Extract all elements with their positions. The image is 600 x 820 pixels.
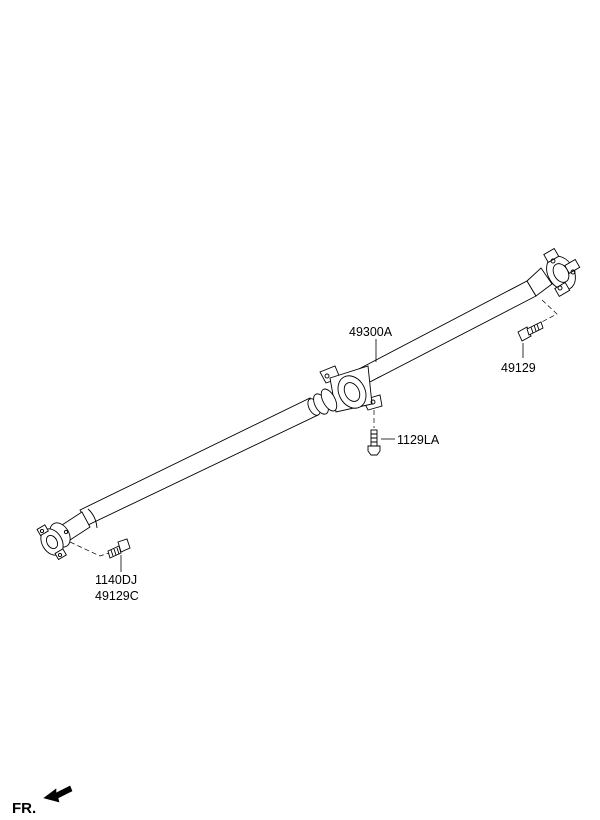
rear-flex-coupling	[526, 247, 581, 297]
leader-lines	[120, 339, 524, 572]
bolt-center-hardware	[367, 410, 381, 456]
bolt-rear-hardware	[517, 299, 558, 342]
label-bolt-front-1: 1140DJ	[95, 573, 137, 587]
label-bolt-front-2: 49129C	[95, 589, 139, 603]
label-bolt-rear: 49129	[501, 361, 536, 375]
front-direction-indicator: FR.	[12, 785, 73, 817]
label-bolt-center: 1129LA	[397, 433, 440, 447]
front-universal-joint	[36, 511, 91, 561]
front-shaft-tube	[79, 388, 338, 529]
label-shaft-assembly: 49300A	[349, 325, 393, 339]
bolt-front-hardware	[69, 538, 131, 559]
center-support-bearing	[319, 365, 383, 413]
front-direction-label: FR.	[12, 800, 36, 817]
front-direction-arrow-icon	[43, 785, 73, 803]
